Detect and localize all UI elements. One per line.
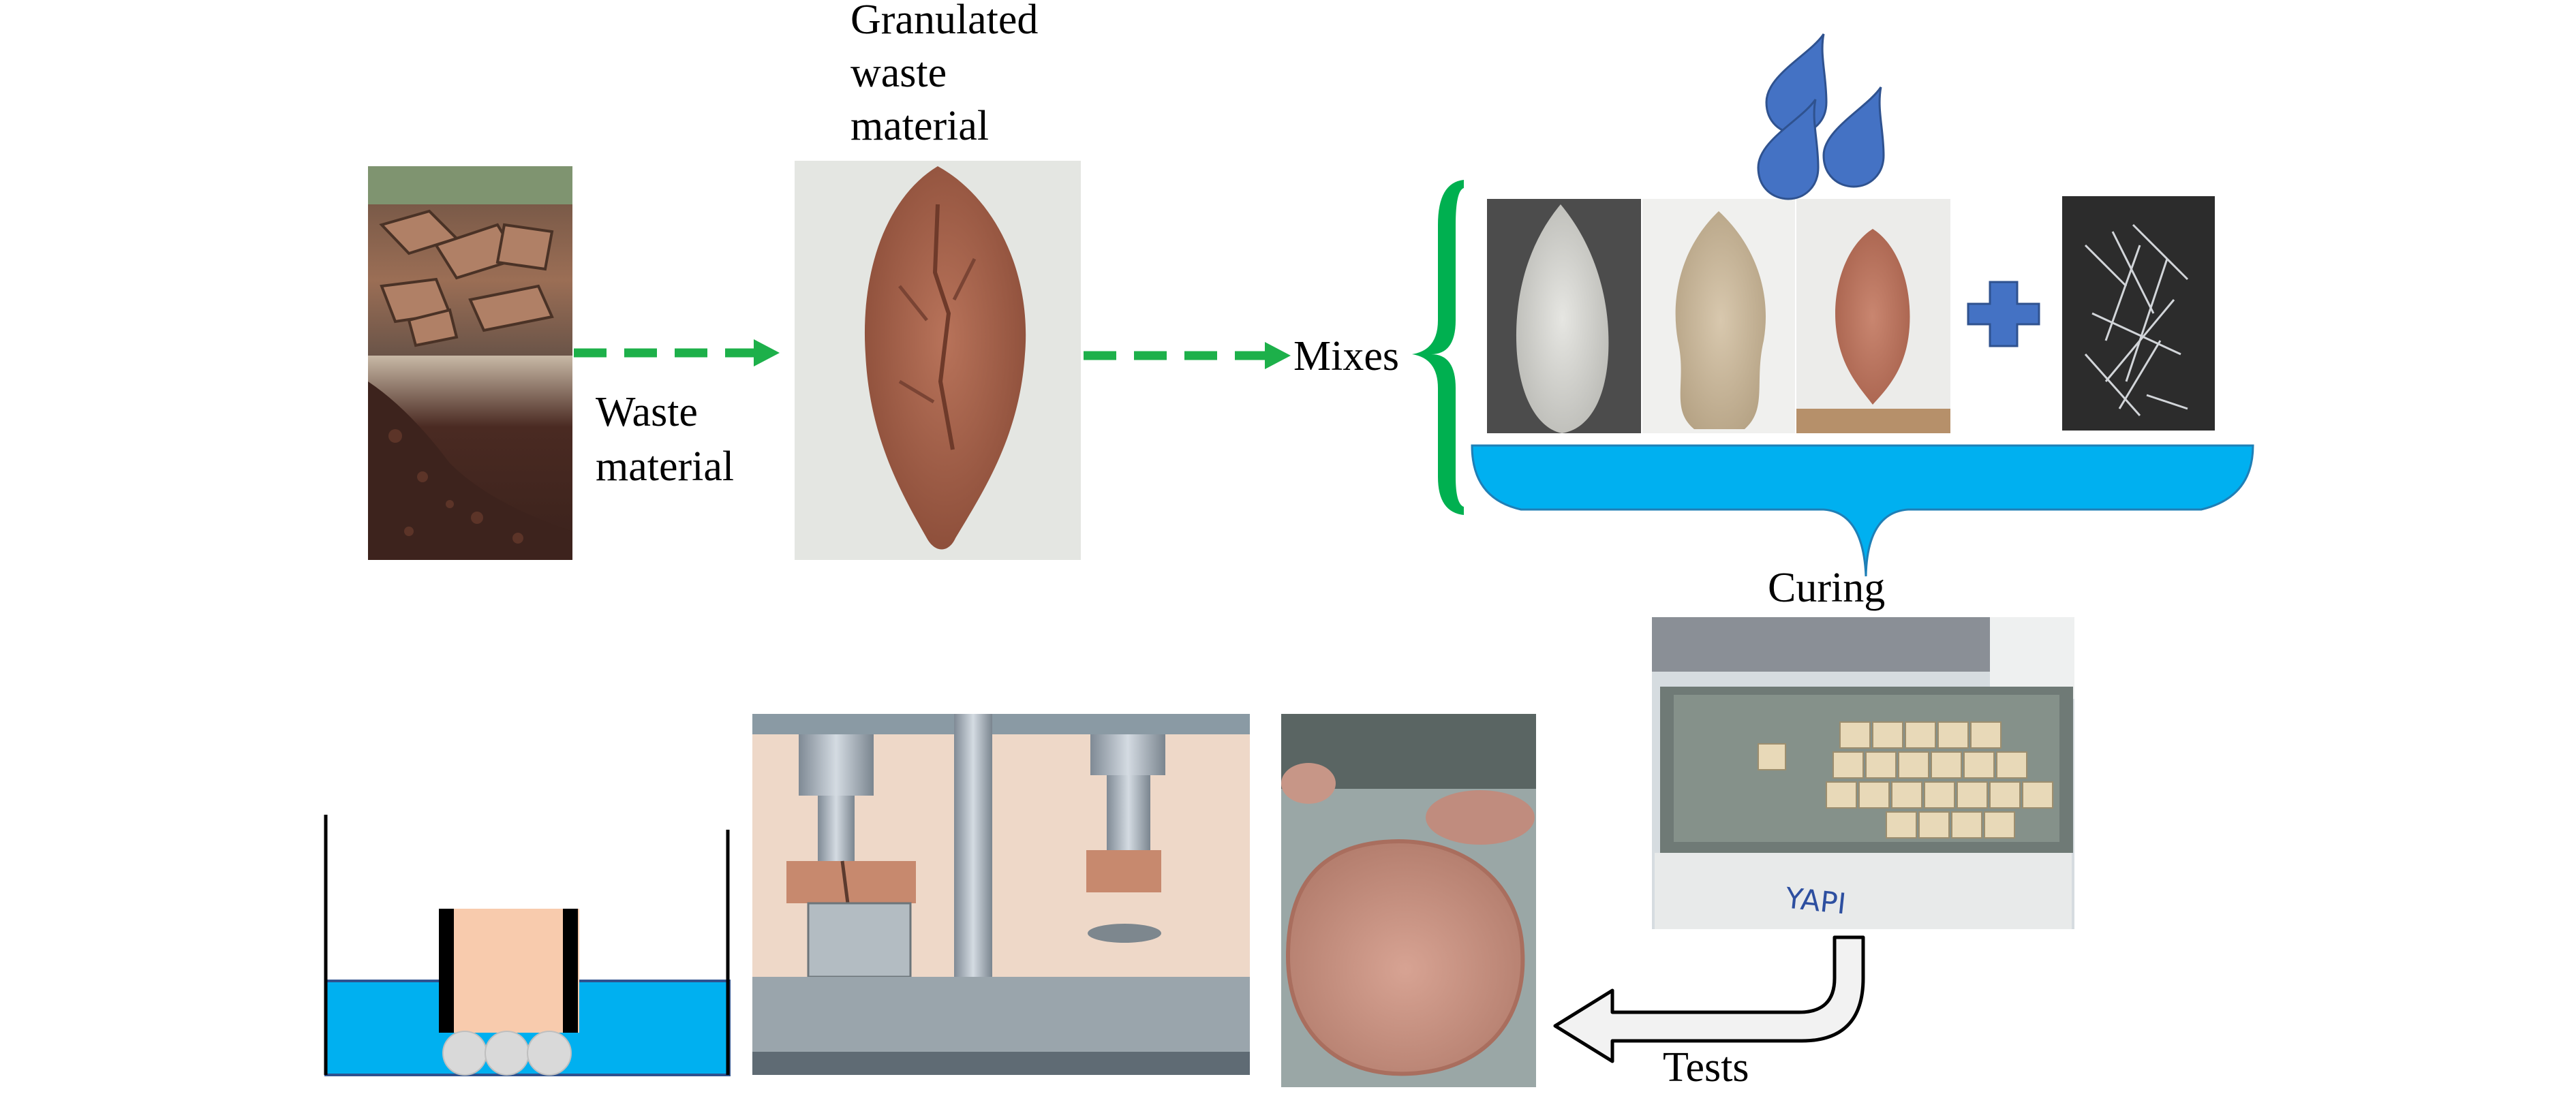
curing-label: Curing [1768,565,1886,611]
plus-icon [1967,281,2040,347]
mixes-blue-brace [1471,444,2254,577]
water-absorption-sketch [324,815,731,1076]
granulated-material-photo [795,161,1081,560]
waste-label-line1: Waste [596,389,698,435]
testing-machine-photo [752,714,1250,1075]
mix-photo-2 [1642,199,1795,433]
granulated-label-line3: material [850,103,990,149]
curing-tank-photo [1652,617,2074,929]
tank-marking: YAPI [1783,881,1848,921]
waste-label-line2: material [596,443,735,490]
granulated-label-line1: Granulated [850,0,1039,43]
mixes-label: Mixes [1293,333,1399,379]
fiber-photo [2062,196,2215,431]
tests-label: Tests [1663,1044,1749,1091]
waste-material-photo [368,166,572,560]
mixes-green-brace [1412,180,1464,515]
water-drop-icon [1757,33,1885,200]
flow-arrow-2 [1084,342,1291,369]
flow-table-photo [1281,714,1536,1087]
mix-photo-3 [1796,199,1950,433]
mix-photo-1 [1487,199,1641,433]
flow-arrow-1 [574,339,780,366]
granulated-label-line2: waste [850,50,947,96]
u-turn-arrow-icon [1553,935,1865,1063]
